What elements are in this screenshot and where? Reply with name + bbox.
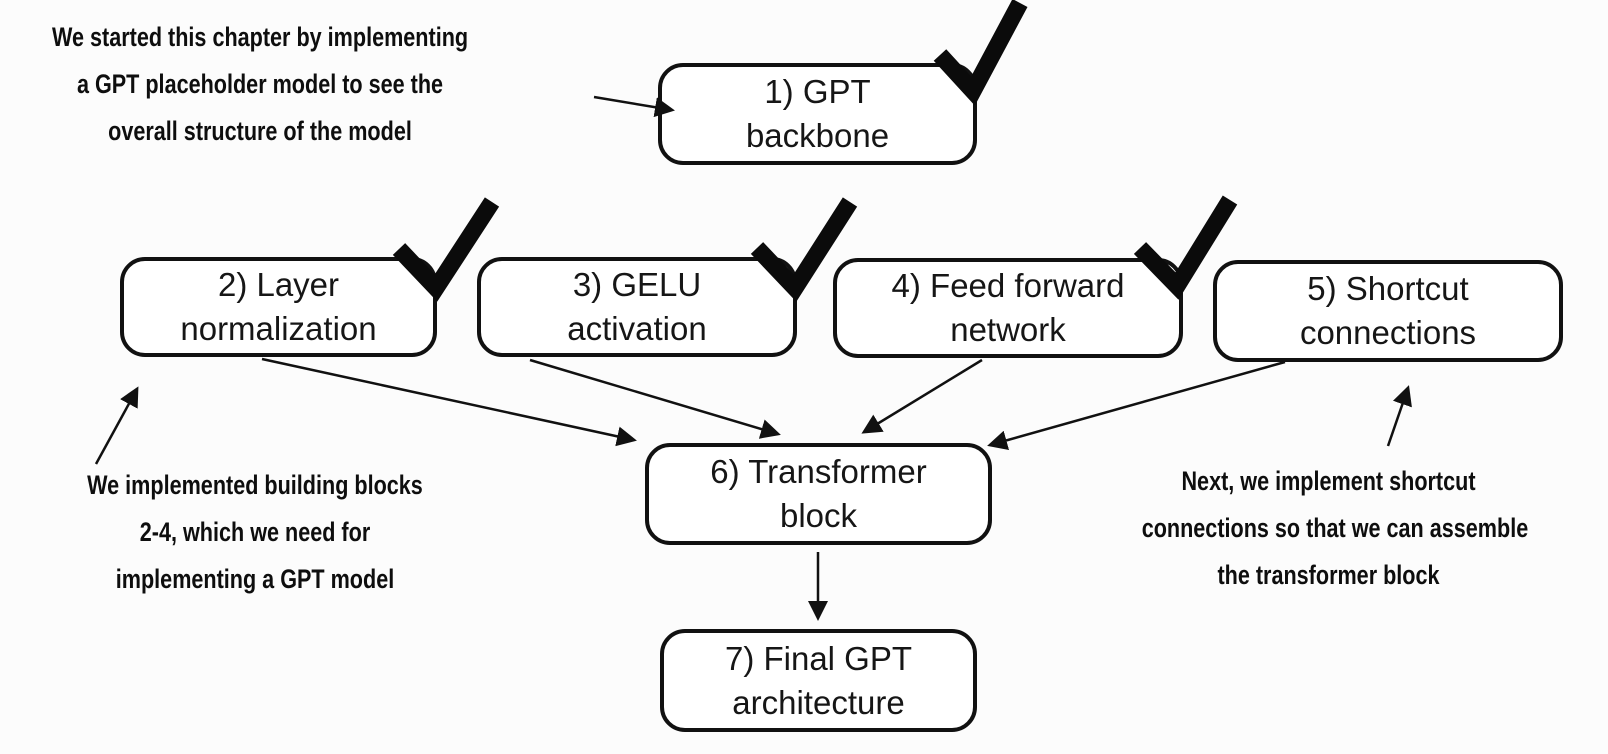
annotation-bottom-left: We implemented building blocks 2-4, whic… bbox=[67, 462, 443, 603]
node-label-line: 7) Final GPT bbox=[724, 639, 913, 677]
node-label-line: network bbox=[950, 311, 1066, 348]
node-label-line: normalization bbox=[180, 310, 377, 347]
node-label-line: architecture bbox=[732, 683, 905, 721]
annotation-line: a GPT placeholder model to see the bbox=[76, 69, 444, 99]
node-label-line: 1) GPT bbox=[764, 73, 871, 110]
annotation-line: We started this chapter by implementing bbox=[52, 22, 469, 52]
annotation-line: We implemented building blocks bbox=[87, 470, 423, 500]
node-label-line: backbone bbox=[745, 117, 890, 154]
arrow-shortcut-to-transformer bbox=[987, 360, 1286, 451]
node-label-line: 3) GELU bbox=[572, 266, 702, 303]
node-label-line: 6) Transformer bbox=[710, 453, 927, 490]
node-gelu-activation: 3) GELU activation bbox=[477, 257, 797, 357]
arrow-note-to-layernorm bbox=[94, 386, 139, 465]
arrow-gelu-to-transformer bbox=[529, 358, 781, 439]
annotation-line: overall structure of the model bbox=[108, 116, 412, 146]
arrow-layernorm-to-transformer bbox=[261, 357, 637, 447]
annotation-bottom-right: Next, we implement shortcut connections … bbox=[1141, 458, 1529, 599]
node-shortcut-connections: 5) Shortcut connections bbox=[1213, 260, 1563, 362]
annotation-line: Next, we implement shortcut bbox=[1181, 466, 1476, 496]
node-label-line: activation bbox=[567, 310, 707, 347]
node-label-line: 2) Layer bbox=[217, 266, 340, 303]
annotation-line: connections so that we can assemble bbox=[1141, 513, 1529, 543]
annotation-line: 2-4, which we need for bbox=[139, 517, 371, 547]
annotation-top-left: We started this chapter by implementing … bbox=[52, 14, 468, 155]
node-transformer-block: 6) Transformer block bbox=[645, 443, 992, 545]
node-label-line: block bbox=[779, 497, 858, 534]
arrow-feedforward-to-transformer bbox=[861, 358, 983, 434]
node-layer-normalization: 2) Layer normalization bbox=[120, 257, 437, 357]
arrow-note-to-shortcut bbox=[1386, 385, 1412, 447]
node-feed-forward-network: 4) Feed forward network bbox=[833, 258, 1183, 358]
node-label-line: connections bbox=[1299, 314, 1477, 351]
node-final-gpt-architecture: 7) Final GPT architecture bbox=[660, 629, 977, 732]
annotation-line: implementing a GPT model bbox=[115, 564, 395, 594]
annotation-line: the transformer block bbox=[1217, 560, 1440, 590]
node-label-line: 5) Shortcut bbox=[1307, 270, 1469, 307]
node-gpt-backbone: 1) GPT backbone bbox=[658, 63, 977, 165]
node-label-line: 4) Feed forward bbox=[891, 267, 1125, 304]
